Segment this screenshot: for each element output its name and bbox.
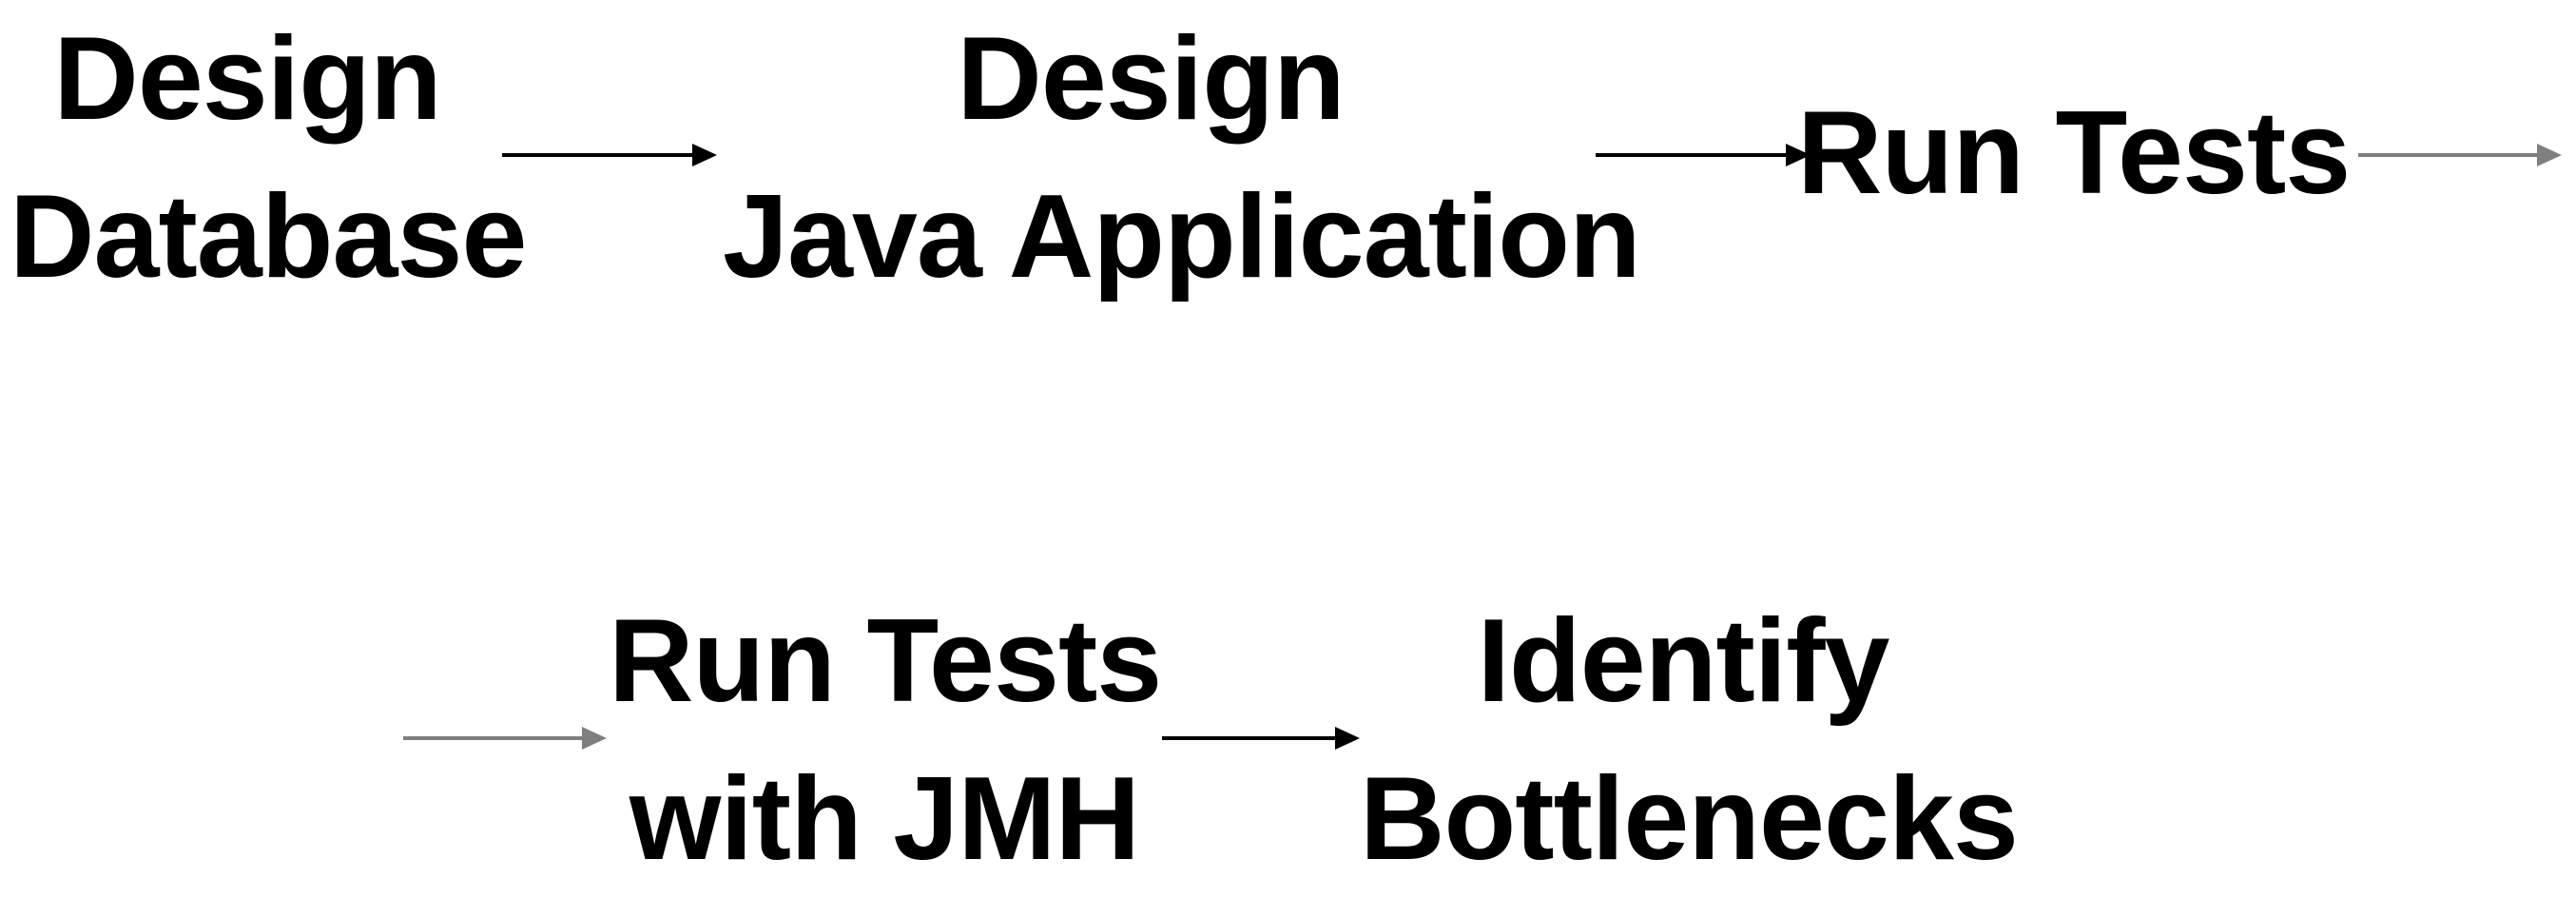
step-design-database-line1: Design (53, 13, 441, 145)
arrow-head-icon (1786, 144, 1811, 166)
step-run-tests-with-jmh: Run Tests with JMH (609, 582, 1162, 898)
step-design-database-line2: Database (10, 171, 527, 303)
arrow-run-tests-continuation-out (2358, 144, 2562, 166)
arrow-shaft (403, 736, 588, 740)
step-run-tests: Run Tests (1797, 74, 2351, 232)
arrow-shaft (502, 153, 698, 157)
step-identify-bottlenecks-line2: Bottlenecks (1360, 753, 2019, 885)
step-identify-bottlenecks: Identify Bottlenecks (1360, 582, 2019, 898)
step-design-java-application-line2: Java Application (723, 171, 1641, 303)
step-design-database: Design Database (10, 0, 527, 316)
step-run-tests-line1: Run Tests (1797, 88, 2351, 219)
arrow-run-tests-jmh-to-identify-bottlenecks (1162, 727, 1360, 750)
step-design-java-application: Design Java Application (723, 0, 1641, 316)
arrow-design-database-to-design-java (502, 144, 717, 166)
arrow-shaft (2358, 153, 2543, 157)
arrow-head-icon (1335, 727, 1360, 750)
step-design-java-application-line1: Design (957, 13, 1345, 145)
step-run-tests-with-jmh-line1: Run Tests (609, 595, 1162, 727)
arrow-continuation-in-to-run-tests-jmh (403, 727, 607, 750)
arrow-head-icon (2537, 144, 2562, 166)
arrow-head-icon (582, 727, 607, 750)
step-identify-bottlenecks-line1: Identify (1477, 595, 1890, 727)
arrow-design-java-to-run-tests (1596, 144, 1811, 166)
arrow-shaft (1596, 153, 1792, 157)
arrow-shaft (1162, 736, 1341, 740)
step-run-tests-with-jmh-line2: with JMH (629, 753, 1140, 885)
arrow-head-icon (692, 144, 717, 166)
